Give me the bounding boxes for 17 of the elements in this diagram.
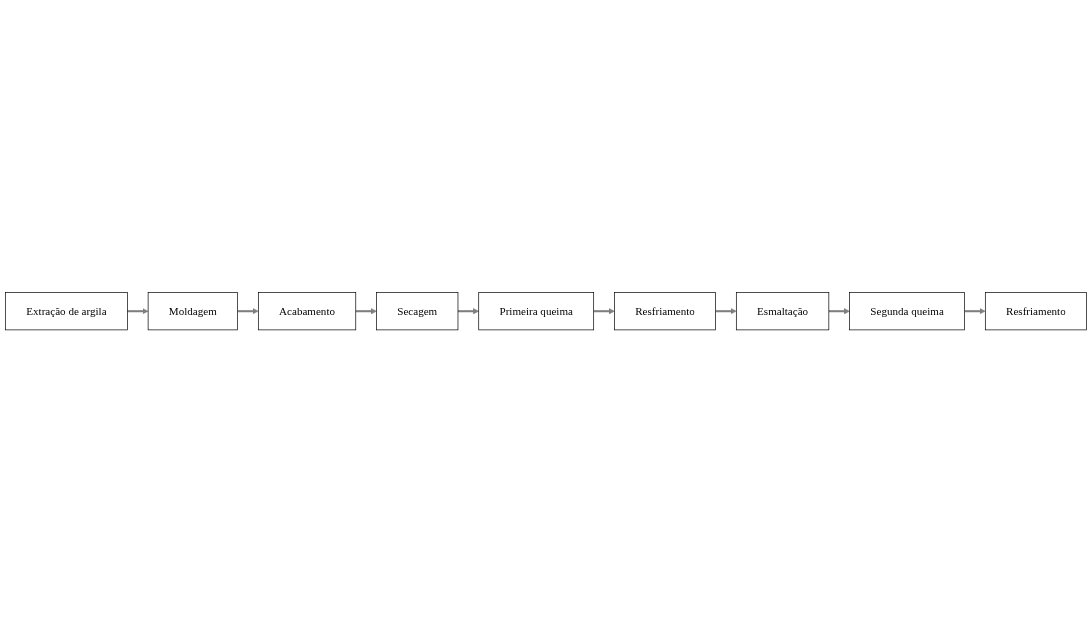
arrow bbox=[715, 308, 737, 315]
arrow bbox=[127, 308, 149, 315]
node-box: Extração de argila bbox=[5, 292, 128, 331]
node-box: Moldagem bbox=[147, 292, 238, 331]
node-box: Resfriamento bbox=[614, 292, 716, 331]
node-box: Segunda queima bbox=[849, 292, 965, 331]
node-box: Esmaltação bbox=[735, 292, 830, 331]
arrow bbox=[457, 308, 479, 315]
arrow bbox=[237, 308, 259, 315]
arrow bbox=[355, 308, 377, 315]
node-box: Resfriamento bbox=[984, 292, 1087, 331]
node-box: Primeira queima bbox=[478, 292, 595, 331]
arrow bbox=[828, 308, 850, 315]
arrow bbox=[964, 308, 986, 315]
node-box: Acabamento bbox=[258, 292, 357, 331]
node-box: Secagem bbox=[376, 292, 459, 331]
arrow bbox=[593, 308, 615, 315]
